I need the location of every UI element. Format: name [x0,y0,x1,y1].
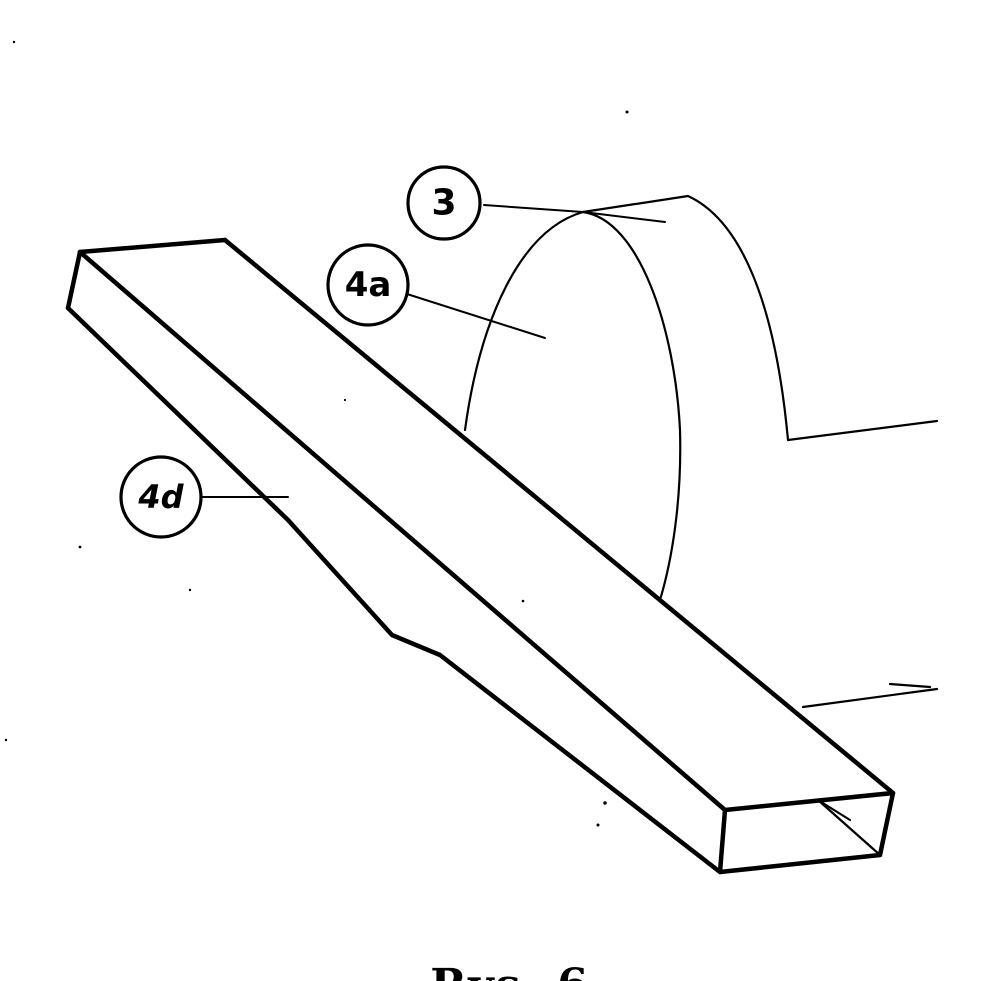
beam-part-4d [65,237,896,875]
beam-end-top [77,237,228,255]
speck [12,40,16,44]
callout-3-circle [406,165,482,241]
beam-bottom-edge [65,305,723,875]
beam-top-front-edge [77,249,728,813]
disc-part-4a [463,210,682,602]
leader-lines [201,204,666,498]
disc-right-arc [581,210,682,602]
speck [343,398,347,402]
callout-4d-label: 4d [137,478,184,516]
beam-end-left [65,249,83,311]
speck [4,738,8,742]
callout-4a: 4a [326,243,410,327]
callout-4d-circle [119,455,203,539]
speck [188,588,192,592]
beam-inner-line [816,798,852,822]
cylinder-part-3 [581,194,939,709]
speck [625,110,629,114]
callout-4a-label: 4a [345,265,392,305]
callout-3: 3 [406,165,482,241]
callout-3-label: 3 [431,183,456,224]
speck [78,545,82,549]
speck [521,599,525,603]
callout-4a-circle [326,243,410,327]
beam-cross-section [717,790,896,875]
cylinder-top-edge [786,419,939,442]
scan-specks [4,40,629,827]
figure-caption: Rys. 6 [430,960,589,981]
speck [603,801,607,805]
beam-inner-edge [816,798,882,857]
leader-4a [406,293,546,339]
speck [596,823,600,827]
cylinder-edge-tick [888,682,932,689]
disc-left-arc [463,210,585,432]
callout-4d: 4d [119,455,203,539]
leader-3 [483,204,666,223]
cylinder-back-arc [581,194,790,442]
beam-top-back-edge [222,237,896,796]
cylinder-bottom-edge [801,687,939,709]
